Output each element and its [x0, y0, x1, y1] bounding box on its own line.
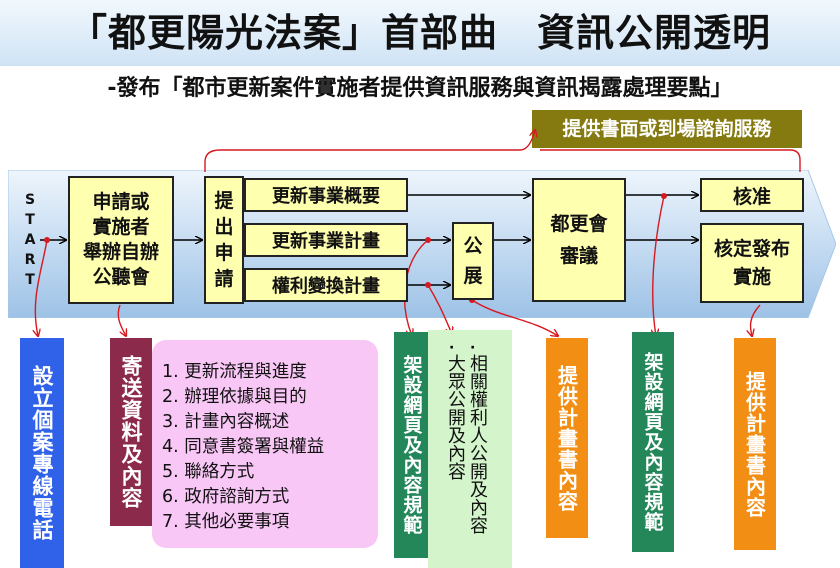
publish-line: 核定發布: [713, 238, 790, 260]
rights-transform-plan-box: 權利變換計畫: [244, 268, 408, 302]
apply-line: 實施者: [92, 216, 150, 238]
webpage-spec-bar-2: 架設網頁及內容規範: [632, 332, 674, 552]
apply-line: 申請或: [92, 191, 150, 213]
start-letter: S: [24, 192, 36, 208]
page-title: 「都更陽光法案」首部曲 資訊公開透明: [68, 11, 771, 55]
renewal-plan-box: 更新事業計畫: [244, 223, 408, 257]
apply-line: 公聽會: [92, 266, 150, 288]
review-line: 都更會: [550, 213, 608, 235]
approval-box: 核准: [700, 178, 804, 212]
submit-char: 出: [214, 216, 234, 238]
bullet-dot: ·: [449, 340, 455, 356]
submit-char: 申: [214, 242, 234, 264]
start-letter: R: [24, 252, 36, 268]
bullet-dot: ·: [470, 340, 476, 356]
consult-service-box: 提供書面或到場諮詢服務: [532, 110, 802, 148]
list-item: 4. 同意書簽署與權益: [162, 437, 325, 457]
submit-char: 提: [214, 190, 234, 212]
mail-content-list: 1. 更新流程與進度 2. 辦理依據與目的 3. 計畫內容概述 4. 同意書簽署…: [162, 360, 324, 535]
submit-application-box: 提 出 申 請: [204, 176, 244, 304]
review-line: 審議: [559, 245, 598, 267]
renewal-outline-box: 更新事業概要: [244, 178, 408, 212]
list-item: 2. 辦理依據與目的: [162, 387, 307, 407]
start-letter: T: [25, 272, 35, 288]
public-disclosure-note: 大眾公開及內容: [445, 354, 466, 480]
exhibit-char: 公: [463, 235, 483, 257]
mail-content-panel: [152, 340, 378, 548]
stakeholder-disclosure-note: 相關權利人公開及內容: [467, 354, 488, 534]
submit-char: 請: [214, 268, 234, 290]
apply-hearing-box: 申請或 實施者 舉辦自辦 公聽會: [68, 176, 174, 304]
list-item: 1. 更新流程與進度: [162, 362, 307, 382]
apply-line: 舉辦自辦: [82, 241, 159, 263]
page-subtitle: -發布「都市更新案件實施者提供資訊服務與資訊揭露處理要點」: [107, 76, 733, 101]
hotline-bar: 設立個案專線電話: [20, 338, 64, 568]
list-item: 6. 政府諮詢方式: [162, 487, 290, 507]
start-letter: A: [24, 232, 36, 248]
public-exhibition-box: 公 展: [452, 222, 494, 300]
mail-data-bar: 寄送資料及內容: [110, 338, 152, 526]
publish-implement-box: 核定發布 實施: [700, 223, 804, 303]
list-item: 5. 聯絡方式: [162, 462, 255, 482]
exhibit-char: 展: [463, 265, 483, 287]
publish-line: 實施: [732, 266, 771, 288]
plan-content-bar-1: 提供計畫書內容: [546, 338, 588, 538]
public-disclosure-panel: [428, 330, 512, 568]
list-item: 3. 計畫內容概述: [162, 412, 290, 432]
list-item: 7. 其他必要事項: [162, 512, 290, 532]
plan-content-bar-2: 提供計畫書內容: [734, 338, 776, 550]
start-letter: T: [25, 212, 35, 228]
review-committee-box: 都更會 審議: [532, 178, 626, 302]
header-bar: [0, 0, 840, 66]
webpage-spec-bar-1: 架設網頁及內容規範: [394, 332, 430, 558]
